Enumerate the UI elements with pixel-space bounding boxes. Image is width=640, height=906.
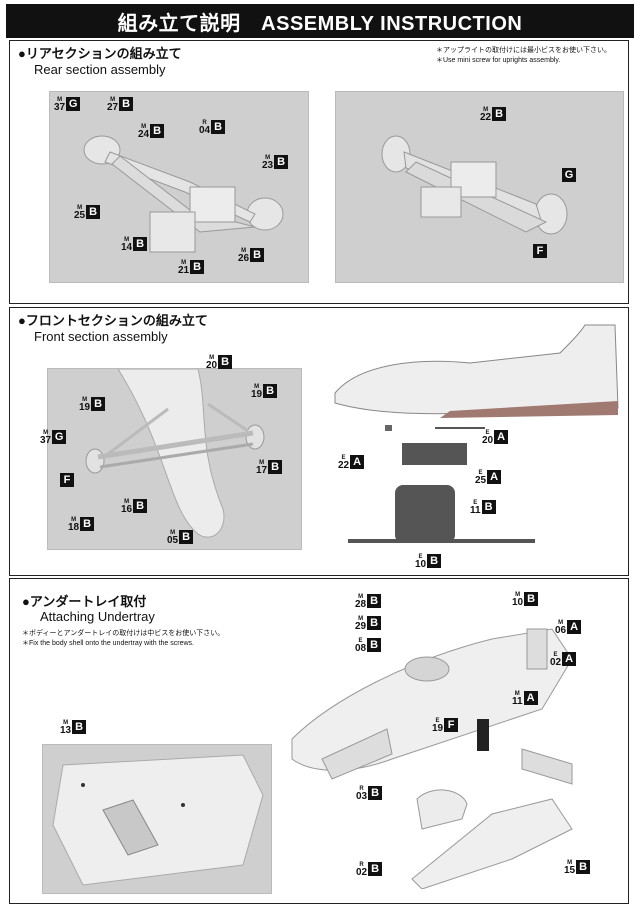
front-assembly-drawing: [85, 369, 265, 538]
undertray-section: ●アンダートレイ取付 Attaching Undertray ＊ボディーとアンダ…: [9, 578, 629, 904]
rear-label-g: G: [562, 168, 576, 182]
rear-label-f: F: [533, 244, 547, 258]
undertray-title-jp: ●アンダートレイ取付: [22, 594, 147, 609]
front-title-en: Front section assembly: [34, 329, 168, 344]
rear-photo-left: [49, 91, 309, 283]
undertray-title-en: Attaching Undertray: [40, 609, 155, 624]
page-title: 組み立て説明 ASSEMBLY INSTRUCTION: [117, 12, 523, 35]
rear-title-en: Rear section assembly: [34, 62, 166, 77]
page-header: 組み立て説明 ASSEMBLY INSTRUCTION: [6, 4, 634, 38]
rear-note-jp: ＊アップライトの取付けには最小ビスをお使い下さい。: [436, 47, 611, 54]
rear-photo-right: [335, 91, 624, 283]
front-label-f: F: [60, 473, 74, 487]
car-exploded-drawing: [291, 628, 573, 889]
rear-assembly-drawing: [83, 135, 284, 253]
front-parts-drawing: [348, 425, 535, 543]
rear-section: ●リアセクションの組み立て Rear section assembly ＊アップ…: [9, 40, 629, 304]
front-body-drawing: [334, 324, 619, 418]
front-photo: [47, 368, 302, 550]
rear-title-jp: ●リアセクションの組み立て: [18, 46, 182, 61]
undertray-note-jp: ＊ボディーとアンダートレイの取付けは中ビスをお使い下さい。: [22, 630, 225, 637]
undertray-photo: [42, 744, 272, 894]
rear-assembly-drawing-2: [381, 135, 568, 235]
undertray-closeup-drawing: [52, 754, 264, 886]
undertray-note-en: ＊Fix the body shell onto the undertray w…: [22, 640, 194, 647]
front-section: ●フロントセクションの組み立て Front section assembly M…: [9, 307, 629, 576]
rear-note-en: ＊Use mini screw for uprights assembly.: [436, 57, 561, 64]
front-title-jp: ●フロントセクションの組み立て: [18, 313, 208, 328]
